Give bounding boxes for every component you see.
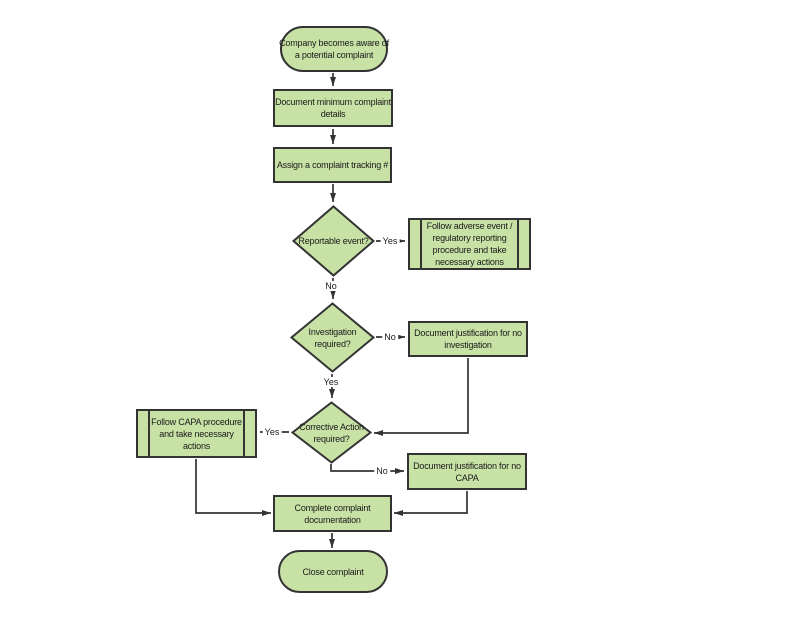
edge-label-investigation-no: No [382, 332, 398, 342]
node-corrective-action-decision[interactable]: Corrective Action required? [290, 401, 373, 464]
node-assign-tracking-label: Assign a complaint tracking # [276, 160, 389, 170]
node-no-capa-label: Document justification for no CAPA [413, 460, 521, 483]
connector-doc-no-investigation-to-corrective-decision [374, 358, 469, 436]
node-start-terminator[interactable]: Company becomes aware of a potential com… [279, 26, 389, 72]
node-close-label: Close complaint [302, 566, 364, 577]
node-investigation-required-label: Investigation required? [308, 326, 357, 349]
edge-label-corrective-yes: Yes [262, 427, 282, 437]
node-reportable-event-decision[interactable]: Reportable event? [291, 205, 376, 277]
node-doc-justification-no-investigation[interactable]: Document justification for no investigat… [408, 321, 528, 357]
node-capa-procedure[interactable]: Follow CAPA procedure and take necessary… [136, 409, 257, 458]
node-start-label: Company becomes aware of a potential com… [279, 38, 389, 60]
node-complete-documentation[interactable]: Complete complaint documentation [273, 495, 392, 532]
node-complete-documentation-label: Complete complaint documentation [294, 502, 371, 525]
node-document-minimum-details[interactable]: Document minimum complaint details [273, 89, 393, 127]
node-investigation-required-decision[interactable]: Investigation required? [289, 302, 376, 373]
node-doc-justification-no-capa[interactable]: Document justification for no CAPA [407, 453, 527, 490]
connector-capa-procedure-to-complete-documentation [195, 459, 271, 516]
diamond-shape [290, 401, 373, 464]
diamond-shape [289, 302, 376, 373]
node-capa-procedure-label: Follow CAPA procedure and take necessary… [151, 416, 242, 451]
node-document-details-label: Document minimum complaint details [275, 97, 391, 119]
connector-corrective-no-to-doc-no-capa [330, 464, 404, 474]
node-close-terminator[interactable]: Close complaint [278, 550, 388, 593]
edge-label-investigation-yes: Yes [321, 377, 341, 387]
edge-label-reportable-no: No [323, 281, 339, 291]
node-corrective-action-label: Corrective Action required? [299, 421, 364, 444]
edge-label-reportable-yes: Yes [380, 236, 400, 246]
node-reportable-event-label: Reportable event? [298, 236, 369, 246]
node-assign-tracking-number[interactable]: Assign a complaint tracking # [273, 147, 392, 183]
connector-doc-no-capa-to-complete-documentation [394, 491, 468, 516]
node-adverse-event-procedure[interactable]: Follow adverse event / regulatory report… [408, 218, 531, 270]
node-adverse-procedure-label: Follow adverse event / regulatory report… [426, 221, 513, 267]
node-no-investigation-label: Document justification for no investigat… [414, 328, 522, 350]
diamond-shape [291, 205, 376, 277]
edge-label-corrective-no: No [374, 466, 390, 476]
